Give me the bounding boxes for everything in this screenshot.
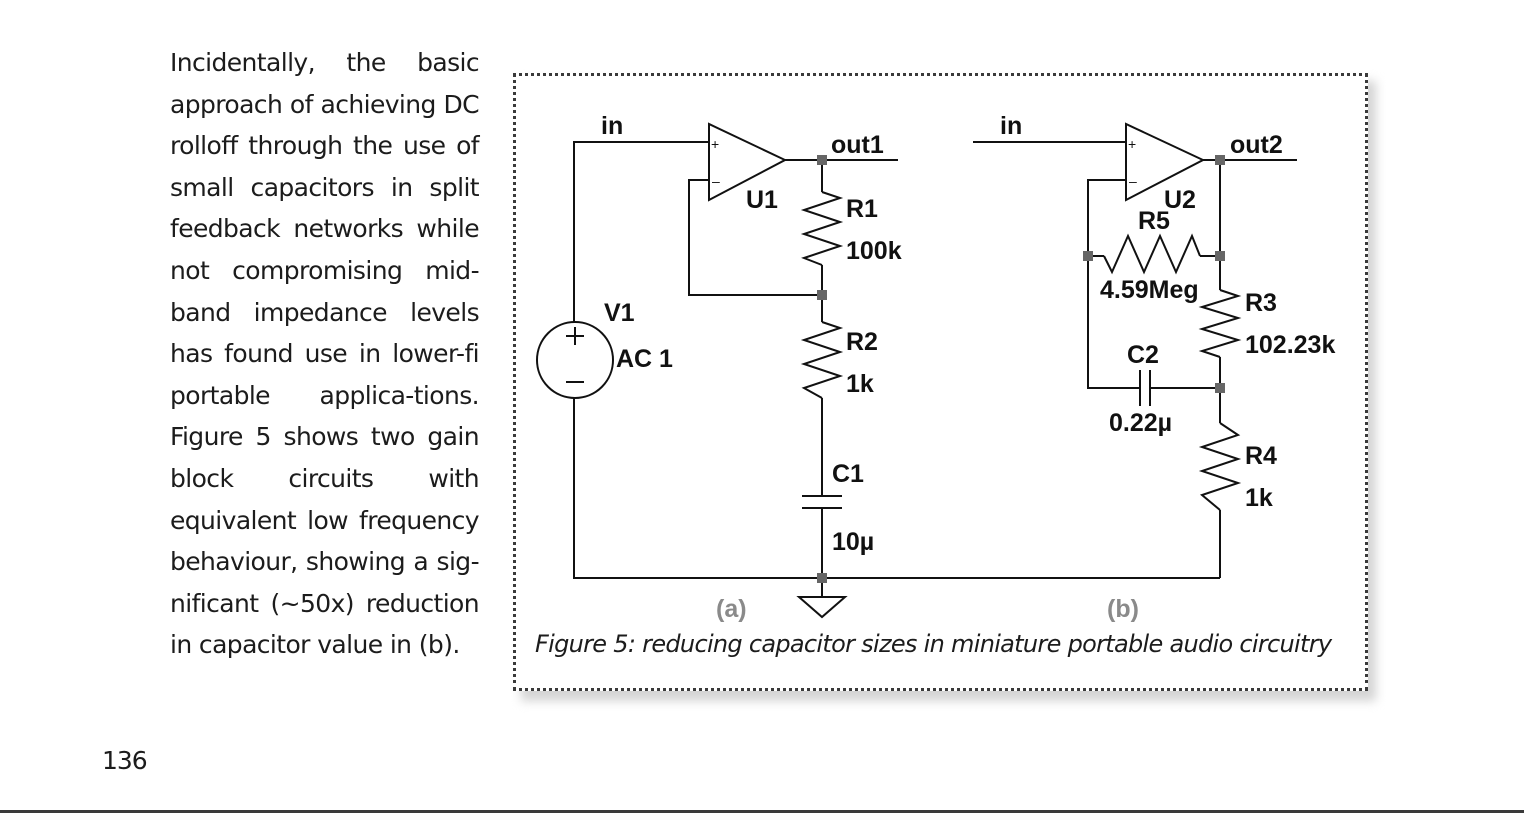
junction-dot: [1215, 383, 1225, 393]
output-label-a: out1: [831, 131, 884, 159]
capacitor-name-c2: C2: [1127, 341, 1159, 369]
sublabel-b: (b): [1107, 595, 1139, 623]
source-v1-symbol: [536, 321, 614, 399]
output-label-b: out2: [1230, 131, 1283, 159]
source-name-v1: V1: [604, 299, 635, 327]
u2-plus-mark: +: [1128, 136, 1136, 152]
resistor-r1-symbol: [800, 191, 844, 266]
sublabel-a: (a): [716, 595, 747, 623]
u2-minus-mark: –: [1129, 173, 1137, 189]
resistor-r3-symbol: [1198, 289, 1242, 358]
u1-plus-mark: +: [711, 136, 719, 152]
resistor-name-r1: R1: [846, 195, 878, 223]
capacitor-name-c1: C1: [832, 460, 864, 488]
resistor-r2-symbol: [800, 321, 844, 399]
junction-dot: [817, 155, 827, 165]
bottom-rule: [0, 810, 1524, 813]
junction-dot: [1215, 251, 1225, 261]
resistor-value-r5: 4.59Meg: [1100, 276, 1199, 304]
figure-frame: [513, 73, 1368, 691]
opamp-u1-symbol: [708, 122, 788, 202]
capacitor-value-c2: 0.22µ: [1109, 409, 1172, 437]
resistor-name-r2: R2: [846, 328, 878, 356]
body-paragraph: Incidentally, the basic approach of achi…: [170, 48, 480, 660]
resistor-r5-symbol: [1103, 233, 1201, 275]
resistor-value-r2: 1k: [846, 370, 874, 398]
resistor-value-r3: 102.23k: [1245, 331, 1335, 359]
figure-caption: Figure 5: reducing capacitor sizes in mi…: [535, 630, 1332, 658]
junction-dot: [817, 573, 827, 583]
junction-dot: [817, 290, 827, 300]
opamp-u2-symbol: [1125, 122, 1206, 202]
page-number: 136: [102, 746, 148, 775]
opamp-label-u1: U1: [746, 186, 778, 214]
resistor-name-r3: R3: [1245, 289, 1277, 317]
resistor-name-r5: R5: [1138, 207, 1170, 235]
u1-minus-mark: –: [712, 173, 720, 189]
resistor-value-r1: 100k: [846, 237, 902, 265]
capacitor-c1-symbol: [802, 495, 842, 509]
capacitor-value-c1: 10µ: [832, 528, 874, 556]
junction-dot: [1083, 251, 1093, 261]
ground-symbol: [796, 596, 848, 619]
resistor-name-r4: R4: [1245, 442, 1277, 470]
source-value-v1: AC 1: [616, 345, 673, 373]
input-label-a: in: [601, 112, 623, 140]
input-label-b: in: [1000, 112, 1022, 140]
resistor-r4-symbol: [1198, 422, 1242, 511]
capacitor-c2-symbol: [1139, 370, 1151, 406]
resistor-value-r4: 1k: [1245, 484, 1273, 512]
opamp-label-u2: U2: [1164, 186, 1196, 214]
junction-dot: [1215, 155, 1225, 165]
